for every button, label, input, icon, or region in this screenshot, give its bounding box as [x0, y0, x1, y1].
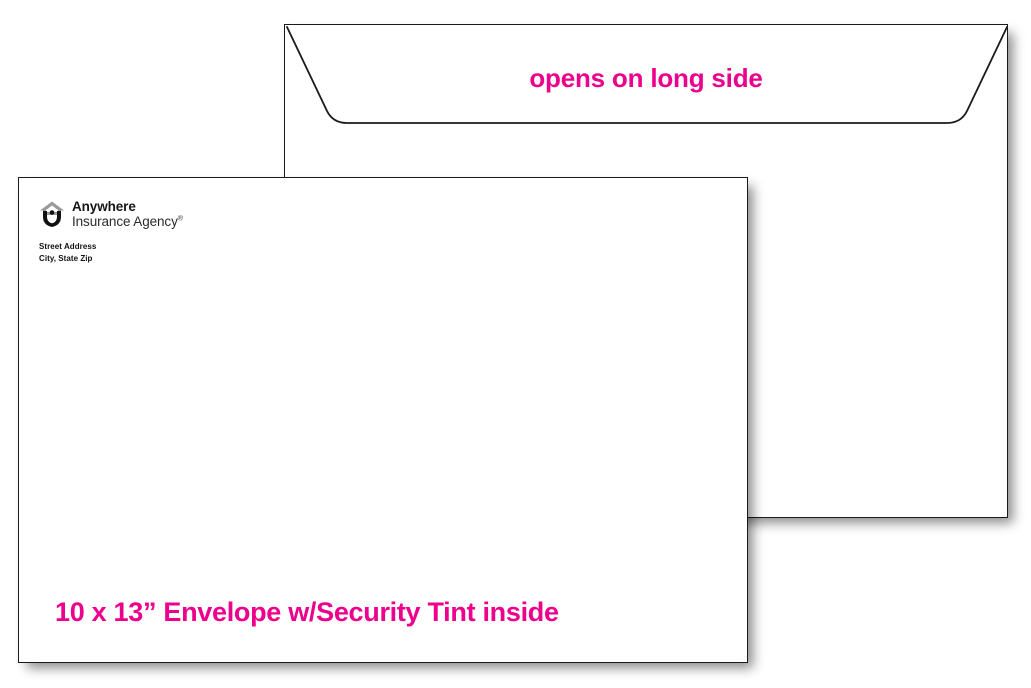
brand-lockup: Anywhere Insurance Agency®	[39, 200, 183, 228]
brand-name-primary: Anywhere	[72, 199, 136, 214]
return-address-block: Anywhere Insurance Agency® Street Addres…	[39, 200, 183, 264]
registered-mark-icon: ®	[177, 215, 183, 222]
house-shield-icon	[40, 201, 64, 227]
address-city-state-zip: City, State Zip	[39, 253, 93, 263]
front-envelope: Anywhere Insurance Agency® Street Addres…	[18, 177, 748, 663]
brand-text: Anywhere Insurance Agency®	[72, 200, 183, 228]
brand-name-secondary: Insurance Agency®	[72, 213, 183, 229]
return-address-lines: Street Address City, State Zip	[39, 241, 183, 264]
brand-name-secondary-text: Insurance Agency	[72, 213, 178, 229]
address-street: Street Address	[39, 242, 97, 251]
opens-on-long-side-label: opens on long side	[529, 63, 763, 93]
product-caption: 10 x 13” Envelope w/Security Tint inside	[55, 597, 559, 627]
